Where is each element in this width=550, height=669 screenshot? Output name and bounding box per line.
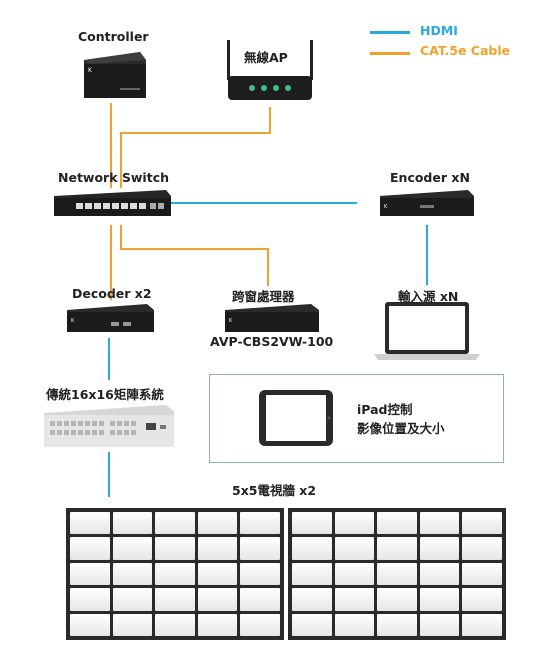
wall-screen — [292, 613, 332, 636]
wall-screen — [292, 588, 332, 611]
decoder-device: K — [67, 302, 154, 334]
wall-screen — [112, 588, 153, 611]
decoder-label: Decoder x2 — [72, 286, 152, 301]
network-switch-label: Network Switch — [58, 170, 169, 185]
wall-screen — [70, 512, 110, 535]
wall-screen — [292, 512, 332, 535]
svg-text:K: K — [71, 318, 75, 324]
window-processor-model: AVP-CBS2VW-100 — [210, 334, 334, 349]
network-switch-device — [54, 188, 171, 218]
wall-screen — [462, 562, 502, 586]
ipad-control-line1: iPad控制 — [357, 402, 413, 417]
wall-screen — [462, 613, 502, 636]
wall-screen — [155, 537, 195, 560]
wall-screen — [70, 613, 110, 636]
wall-screen — [377, 512, 417, 535]
wall-screen — [334, 562, 375, 586]
matrix-label: 傳統16x16矩陣系統 — [46, 387, 164, 402]
wall-screen — [70, 588, 110, 611]
cat5e-line-switch-processor — [120, 225, 269, 286]
wall-screen — [377, 562, 417, 586]
legend-cat5e-swatch — [370, 52, 410, 55]
controller-label: Controller — [78, 29, 149, 44]
wall-screen — [240, 588, 280, 611]
wireless-ap-label: 無線AP — [244, 50, 288, 65]
input-source-label: 輸入源 xN — [398, 289, 459, 304]
wall-screen — [462, 588, 502, 611]
matrix-device — [44, 403, 174, 449]
legend-cat5e-label: CAT.5e Cable — [420, 43, 511, 58]
ipad-control-panel: iPad控制 影像位置及大小 — [209, 374, 504, 463]
wall-screen — [155, 588, 195, 611]
window-processor-device: K — [225, 302, 319, 334]
window-processor-label: 跨窗處理器 — [232, 289, 295, 304]
wall-screen — [155, 512, 195, 535]
wall-screen — [240, 512, 280, 535]
wall-screen — [240, 562, 280, 586]
wall-screen — [419, 562, 460, 586]
wall-screen — [334, 588, 375, 611]
video-wall-left — [66, 508, 284, 640]
tablet-icon — [258, 389, 334, 447]
wall-screen — [112, 537, 153, 560]
wireless-ap-device — [222, 38, 318, 106]
wall-screen — [155, 613, 195, 636]
svg-text:K: K — [229, 318, 233, 324]
video-wall-label: 5x5電視牆 x2 — [232, 483, 317, 498]
wall-screen — [419, 613, 460, 636]
wall-screen — [240, 613, 280, 636]
wall-screen — [377, 537, 417, 560]
wall-screen — [112, 562, 153, 586]
wall-screen — [292, 537, 332, 560]
wall-screen — [377, 588, 417, 611]
wall-screen — [334, 613, 375, 636]
laptop-icon — [372, 300, 482, 362]
wall-screen — [197, 588, 238, 611]
wall-screen — [240, 537, 280, 560]
wall-screen — [112, 512, 153, 535]
wall-screen — [197, 512, 238, 535]
wall-screen — [197, 537, 238, 560]
video-wall-right — [288, 508, 506, 640]
wall-screen — [70, 537, 110, 560]
encoder-device: K — [380, 188, 474, 218]
controller-device: K — [80, 48, 148, 103]
svg-text:K: K — [88, 67, 93, 74]
wall-screen — [334, 512, 375, 535]
wall-screen — [334, 537, 375, 560]
cat5e-line-ap-switch — [120, 107, 271, 188]
wall-screen — [462, 537, 502, 560]
wall-screen — [419, 588, 460, 611]
wall-screen — [70, 562, 110, 586]
wall-screen — [197, 562, 238, 586]
wall-screen — [197, 613, 238, 636]
wall-screen — [155, 562, 195, 586]
legend-hdmi-label: HDMI — [420, 23, 458, 38]
ipad-control-line2: 影像位置及大小 — [357, 421, 445, 436]
wall-screen — [419, 512, 460, 535]
wall-screen — [292, 562, 332, 586]
wall-screen — [112, 613, 153, 636]
wall-screen — [462, 512, 502, 535]
encoder-label: Encoder xN — [390, 170, 470, 185]
wall-screen — [419, 537, 460, 560]
legend-hdmi-swatch — [370, 31, 410, 34]
wall-screen — [377, 613, 417, 636]
svg-text:K: K — [384, 204, 388, 210]
